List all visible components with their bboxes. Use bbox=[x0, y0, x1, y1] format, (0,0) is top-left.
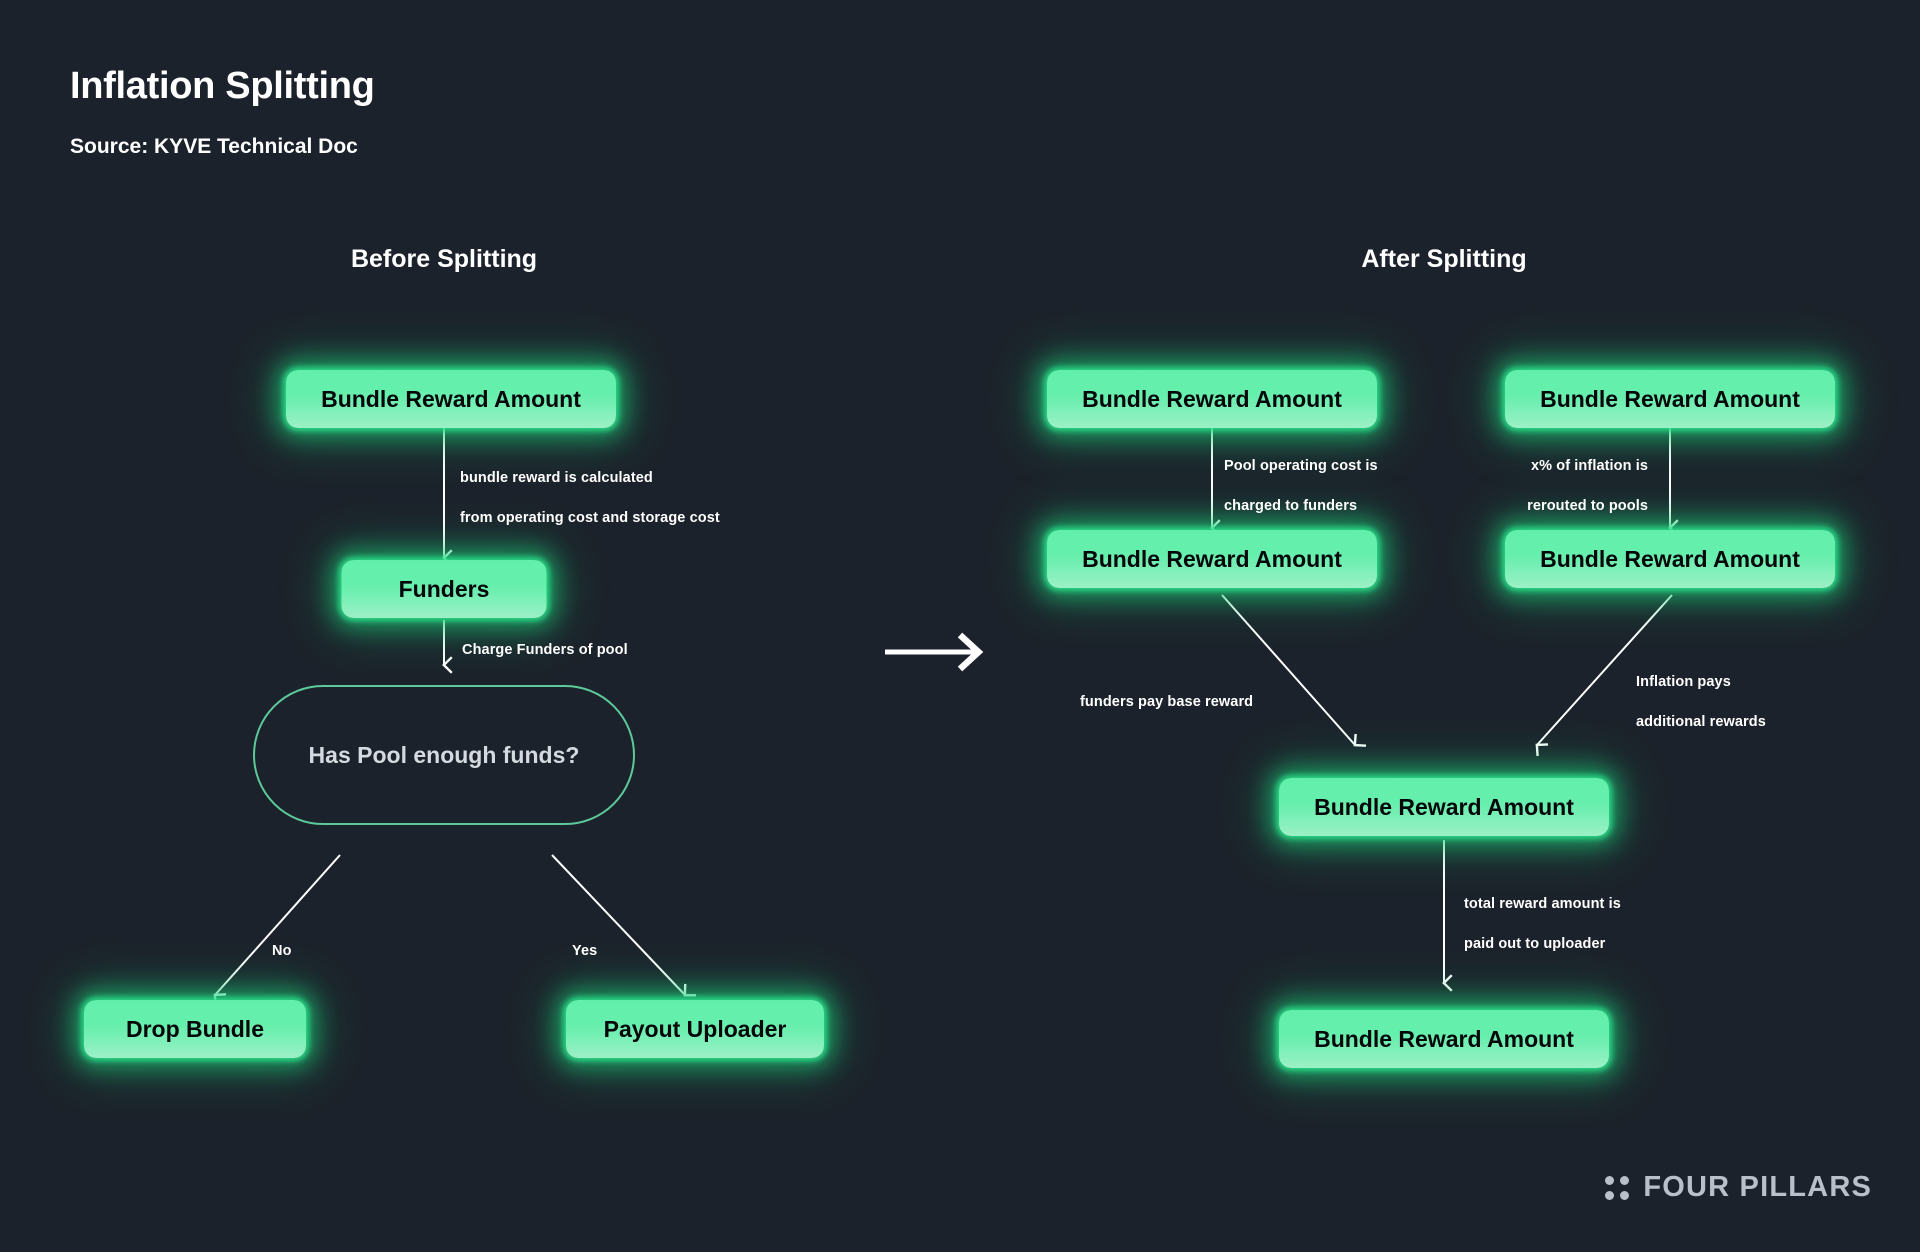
edge-label-branch-no: No bbox=[272, 943, 292, 959]
edge-decision-yes-to-payout-uploader bbox=[551, 854, 697, 997]
edge-label-funders-pay-base-reward: funders pay base reward bbox=[1080, 694, 1254, 710]
edge-label-pool-cost-line2: charged to funders bbox=[1224, 498, 1358, 514]
four-dots-icon bbox=[1605, 1175, 1630, 1200]
node-after-bundle-reward-left-mid[interactable]: Bundle Reward Amount bbox=[1047, 530, 1377, 588]
column-heading-before-splitting: Before Splitting bbox=[350, 245, 538, 273]
edge-label-inflation-pays-line1: Inflation pays bbox=[1636, 674, 1731, 690]
edge-label-inflation-pays-line2: additional rewards bbox=[1636, 714, 1766, 730]
edge-label-charge-funders: Charge Funders of pool bbox=[462, 642, 628, 658]
node-after-bundle-reward-right-top[interactable]: Bundle Reward Amount bbox=[1505, 370, 1835, 428]
node-after-bundle-reward-final[interactable]: Bundle Reward Amount bbox=[1279, 1010, 1609, 1068]
edge-label-total-reward-line1: total reward amount is bbox=[1464, 896, 1621, 912]
node-before-drop-bundle[interactable]: Drop Bundle bbox=[84, 1000, 306, 1058]
edge-label-branch-yes: Yes bbox=[572, 943, 598, 959]
edge-label-bundle-calc-line2: from operating cost and storage cost bbox=[460, 510, 720, 526]
node-before-bundle-reward[interactable]: Bundle Reward Amount bbox=[286, 370, 616, 428]
page-source-label: Source: KYVE Technical Doc bbox=[70, 135, 358, 158]
node-after-bundle-reward-merge[interactable]: Bundle Reward Amount bbox=[1279, 778, 1609, 836]
node-after-bundle-reward-right-mid[interactable]: Bundle Reward Amount bbox=[1505, 530, 1835, 588]
edge-after-left-mid-to-merge bbox=[1221, 594, 1367, 747]
brand-logo: FOUR PILLARS bbox=[1605, 1171, 1872, 1204]
brand-name: FOUR PILLARS bbox=[1643, 1171, 1872, 1203]
edge-decision-no-to-drop-bundle bbox=[213, 854, 341, 1007]
edge-label-bundle-calc-line1: bundle reward is calculated bbox=[460, 470, 653, 486]
column-heading-after-splitting: After Splitting bbox=[1361, 245, 1527, 273]
edge-label-pool-cost-line1: Pool operating cost is bbox=[1224, 458, 1378, 474]
edge-label-inflation-line1: x% of inflation is bbox=[1531, 458, 1648, 474]
page-title: Inflation Splitting bbox=[70, 65, 375, 107]
node-after-bundle-reward-left-top[interactable]: Bundle Reward Amount bbox=[1047, 370, 1377, 428]
node-before-payout-uploader[interactable]: Payout Uploader bbox=[566, 1000, 824, 1058]
edge-label-inflation-line2: rerouted to pools bbox=[1527, 498, 1648, 514]
node-before-funders[interactable]: Funders bbox=[341, 560, 547, 618]
edge-label-total-reward-line2: paid out to uploader bbox=[1464, 936, 1606, 952]
node-before-decision-has-pool-enough-funds[interactable]: Has Pool enough funds? bbox=[253, 685, 635, 825]
